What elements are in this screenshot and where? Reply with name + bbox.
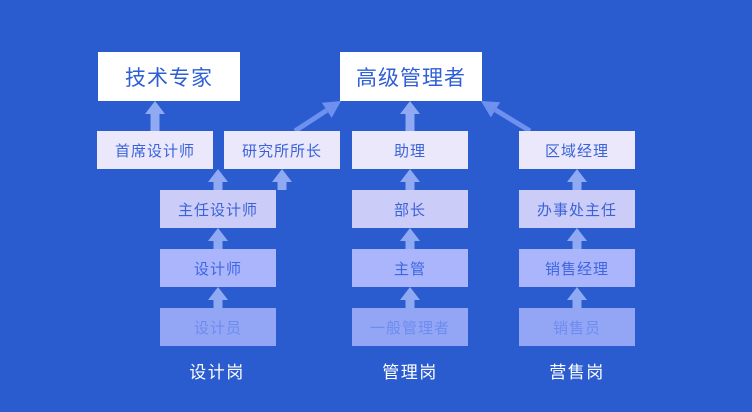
column-footer-management-track: 管理岗	[382, 363, 438, 383]
arrow-director-to-assistant	[400, 169, 420, 190]
design-track-node-1[interactable]: 研究所所长	[224, 131, 340, 169]
arrow-regional-to-senior-manager	[481, 101, 532, 134]
sales-track-node-0[interactable]: 区域经理	[519, 131, 635, 169]
arrow-chief-designer-to-expert	[145, 101, 165, 131]
arrow-office-director-to-regional	[567, 169, 587, 190]
sales-track-node-3[interactable]: 销售员	[519, 308, 635, 346]
arrow-salesperson-to-sales-manager	[567, 287, 587, 308]
design-track-node-2[interactable]: 主任设计师	[160, 190, 276, 228]
arrow-institute-to-senior-manager	[293, 101, 341, 134]
design-track-node-4[interactable]: 设计员	[160, 308, 276, 346]
sales-track-node-2[interactable]: 销售经理	[519, 249, 635, 287]
management-track-node-0[interactable]: 助理	[352, 131, 468, 169]
management-track-node-2[interactable]: 主管	[352, 249, 468, 287]
column-footer-design-track: 设计岗	[189, 363, 245, 383]
management-track-node-3[interactable]: 一般管理者	[352, 308, 468, 346]
management-track-node-1[interactable]: 部长	[352, 190, 468, 228]
design-track-node-3[interactable]: 设计师	[160, 249, 276, 287]
arrow-supervisor-to-director	[400, 228, 420, 249]
sales-track-node-1[interactable]: 办事处主任	[519, 190, 635, 228]
arrow-assistant-to-senior-manager	[400, 101, 420, 131]
top-node-1[interactable]: 高级管理者	[340, 52, 482, 101]
column-footer-sales-track: 营售岗	[549, 363, 605, 383]
top-node-0[interactable]: 技术专家	[98, 52, 240, 101]
arrow-general-manager-to-supervisor	[400, 287, 420, 308]
arrow-sales-manager-to-office-director	[567, 228, 587, 249]
arrow-designer-to-senior-designer	[208, 228, 228, 249]
arrow-senior-designer-to-institute	[272, 169, 292, 190]
arrow-senior-designer-to-chief	[208, 169, 228, 190]
arrow-junior-designer-to-designer	[208, 287, 228, 308]
design-track-node-0[interactable]: 首席设计师	[97, 131, 213, 169]
